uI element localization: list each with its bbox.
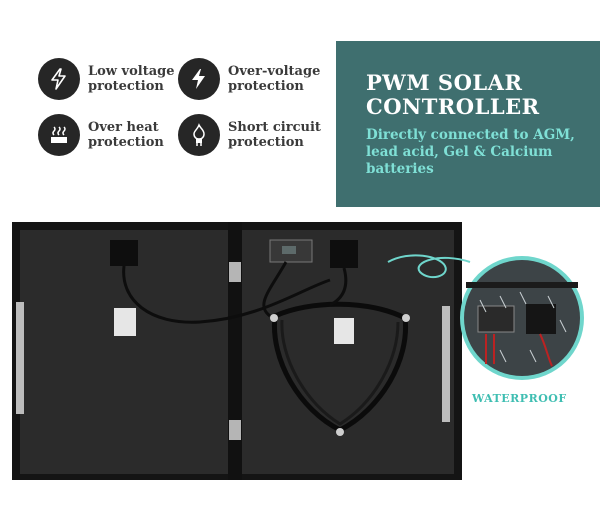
feature-label: protection [228, 135, 304, 150]
zoom-wire [485, 333, 553, 367]
cable [329, 267, 348, 307]
feature-label: protection [228, 79, 304, 94]
handle [16, 302, 24, 414]
controller-subtitle: Directly connected to AGM, lead acid, Ge… [366, 127, 575, 177]
controller-display [282, 246, 296, 254]
zoom-junction [526, 304, 556, 334]
feature-label: Over-voltage [228, 64, 321, 79]
heat-icon [38, 114, 80, 156]
spec-label [334, 318, 354, 344]
pointer-arrow [387, 254, 471, 279]
feature-label: Short circuit [228, 120, 321, 135]
controller-title: PWM SOLAR [366, 70, 523, 95]
hinge [229, 262, 241, 282]
feature-label: protection [88, 79, 164, 94]
cable-clip [402, 314, 410, 322]
handle [442, 306, 450, 422]
panel-divider [228, 222, 242, 480]
hinge [229, 420, 241, 440]
controller-title: CONTROLLER [366, 94, 540, 119]
zoom-controller [477, 305, 515, 333]
rain-streak [479, 291, 567, 363]
cable-loop [271, 301, 409, 433]
feature-label: Low voltage [88, 64, 175, 79]
junction-box [330, 240, 358, 268]
waterproof-label: WATERPROOF [472, 392, 567, 405]
feature-label: Over heat [88, 120, 159, 135]
plug-fire-icon [178, 114, 220, 156]
cable-clip [270, 314, 278, 322]
cable [262, 261, 288, 318]
cable [122, 265, 331, 324]
cable-clip [336, 428, 344, 436]
junction-box [110, 240, 138, 266]
lightning-icon [38, 58, 80, 100]
controller-info-box: PWM SOLAR CONTROLLER Directly connected … [336, 41, 600, 207]
feature-label: protection [88, 135, 164, 150]
lightning-icon [178, 58, 220, 100]
cable-loop [280, 319, 400, 426]
spec-label [114, 308, 136, 336]
zoom-panel-edge [466, 282, 578, 288]
